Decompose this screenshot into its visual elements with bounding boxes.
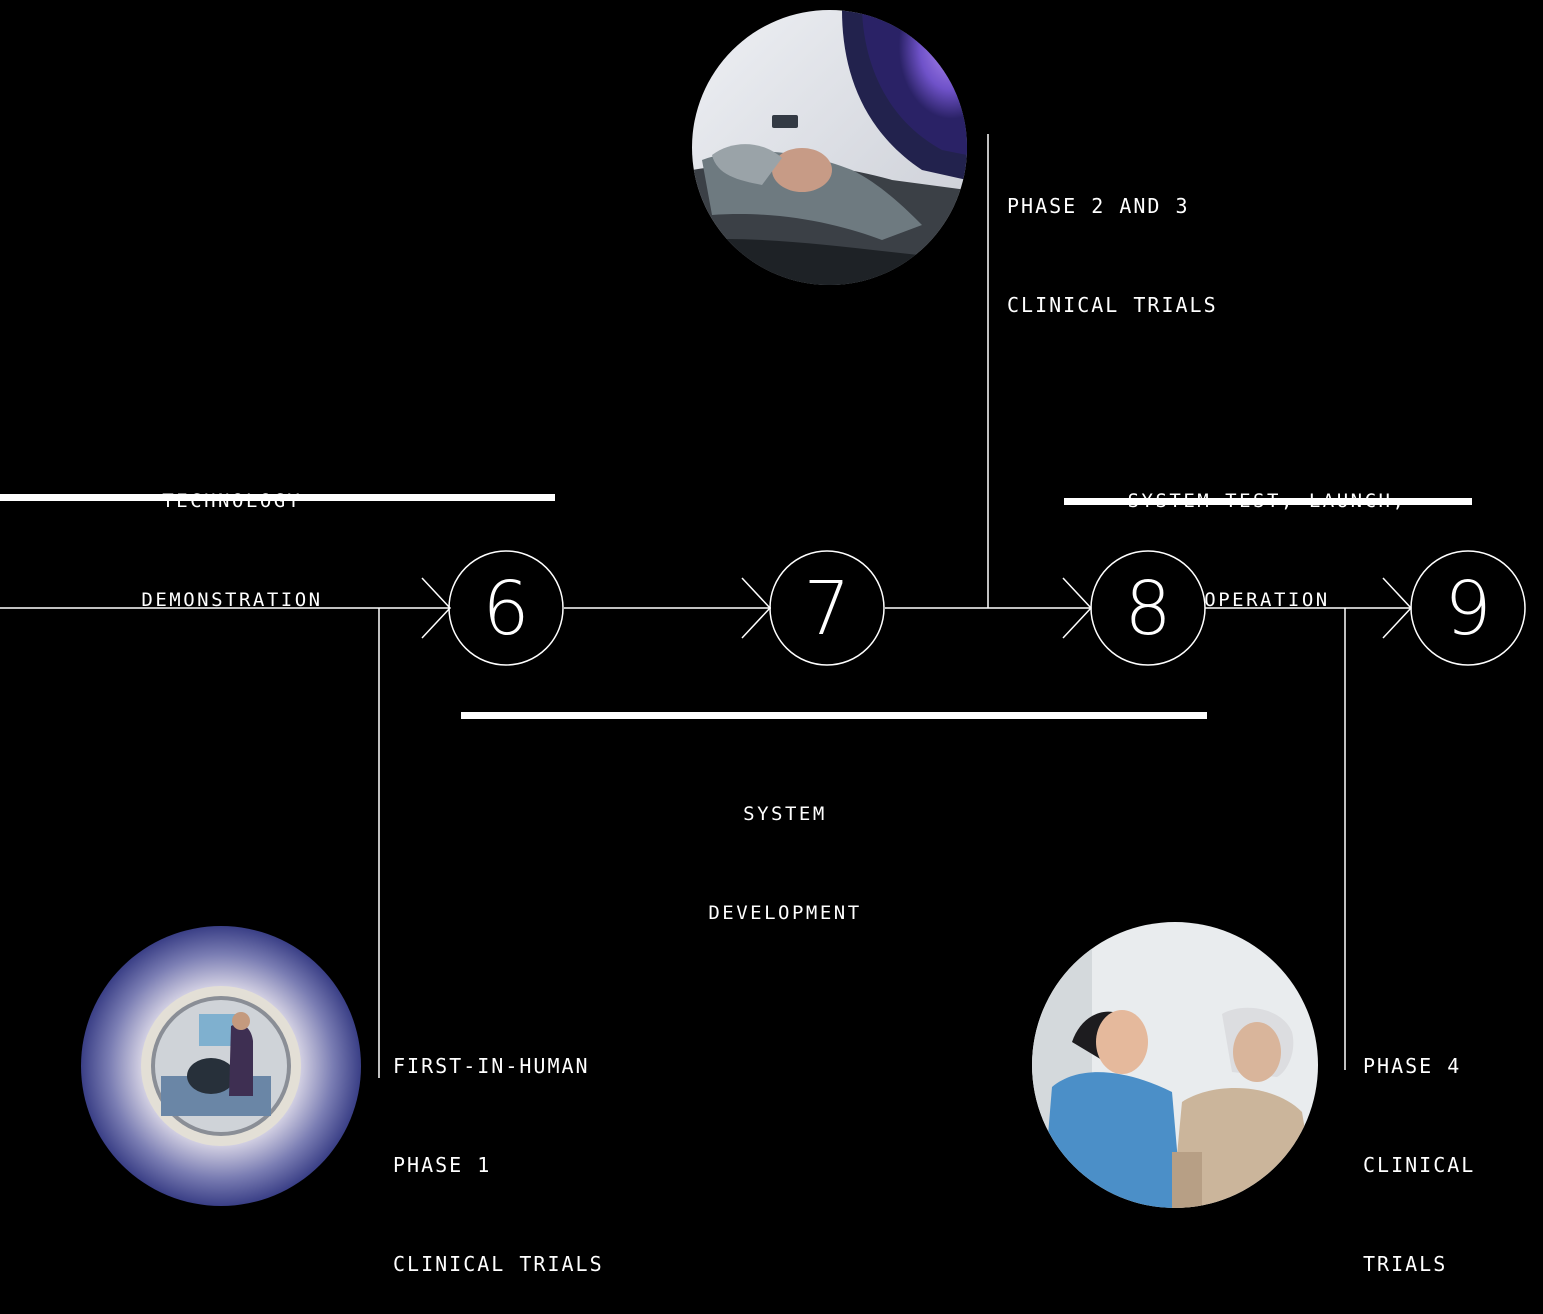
technology-demonstration-line-2: DEMONSTRATION (141, 589, 323, 611)
stage-9-circle (1410, 550, 1526, 666)
technology-demonstration-label: TECHNOLOGY DEMONSTRATION (112, 419, 352, 650)
phase-1-line-3: CLINICAL TRIALS (393, 1252, 604, 1276)
timeline-diagram: 6 7 8 9 (0, 134, 1526, 1078)
phase-1-label: FIRST-IN-HUMAN PHASE 1 CLINICAL TRIALS (393, 984, 604, 1314)
stage-7-circle (769, 550, 885, 666)
system-test-line-2: OPERATION (1204, 589, 1330, 611)
phase-1-line-2: PHASE 1 (393, 1153, 492, 1177)
scanner-bore-photo (81, 926, 361, 1206)
phase-4-line-1: PHASE 4 (1363, 1054, 1462, 1078)
patient-in-scanner-photo (692, 10, 967, 285)
arrow-head-6 (421, 577, 452, 639)
phase-1-line-1: FIRST-IN-HUMAN (393, 1054, 590, 1078)
phase-2-3-line-1: PHASE 2 AND 3 (1007, 194, 1190, 218)
system-test-line-1: SYSTEM TEST, LAUNCH, (1127, 490, 1407, 512)
technology-demonstration-line-1: TECHNOLOGY (162, 490, 302, 512)
stage-9-number: 9 (1444, 566, 1491, 652)
phase-4-line-3: TRIALS (1363, 1252, 1448, 1276)
phase-4-label: PHASE 4 CLINICAL TRIALS (1363, 984, 1475, 1314)
technology-demonstration-bar (0, 494, 555, 501)
stage-7-number: 7 (803, 566, 850, 652)
system-development-bar (461, 712, 1207, 719)
stage-8-number: 8 (1124, 566, 1171, 652)
system-development-line-2: DEVELOPMENT (708, 902, 862, 924)
system-development-line-1: SYSTEM (743, 803, 827, 825)
system-test-label: SYSTEM TEST, LAUNCH, OPERATION (1092, 419, 1442, 650)
nurse-with-elderly-patient-photo (1032, 922, 1318, 1208)
stage-6-number: 6 (482, 566, 529, 652)
phase-2-3-line-2: CLINICAL TRIALS (1007, 293, 1218, 317)
stage-6-circle (448, 550, 564, 666)
phase-2-3-label: PHASE 2 AND 3 CLINICAL TRIALS (1007, 124, 1218, 355)
phase-4-line-2: CLINICAL (1363, 1153, 1476, 1177)
system-test-bar (1064, 498, 1472, 505)
system-development-label: SYSTEM DEVELOPMENT (665, 732, 905, 963)
stage-8-circle (1090, 550, 1206, 666)
